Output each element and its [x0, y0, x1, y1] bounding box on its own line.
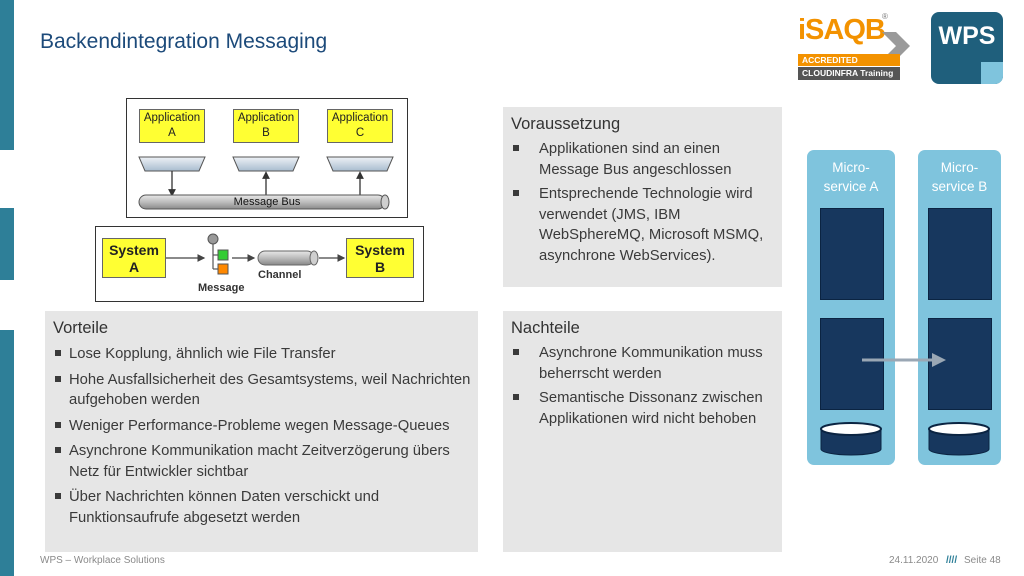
bullet-icon	[513, 394, 519, 400]
nachteile-panel: Nachteile Asynchrone Kommunikation muss …	[503, 311, 782, 552]
microservice-a-label: Micro- service A	[807, 158, 895, 196]
list-item-text: Lose Kopplung, ähnlich wie File Transfer	[69, 346, 336, 362]
channel-lines	[166, 233, 346, 275]
isaqb-logo: iSAQB ® ACCREDITED CLOUDINFRA Training	[796, 12, 914, 84]
bullet-icon	[55, 375, 61, 382]
vorteile-heading: Vorteile	[53, 319, 109, 337]
message-bus-lines	[138, 156, 394, 210]
microservice-b-label: Micro- service B	[918, 158, 1001, 196]
microservice-a-upper-block	[820, 208, 884, 300]
list-item-text: Über Nachrichten können Daten verschickt…	[69, 489, 380, 526]
list-item: Über Nachrichten können Daten verschickt…	[55, 487, 471, 528]
list-item-text: Asynchrone Kommunikation muss beherrscht…	[539, 345, 763, 382]
left-accent-bar-top	[0, 0, 14, 150]
vorteile-list: Lose Kopplung, ähnlich wie File Transfer…	[55, 344, 471, 528]
microservice-a-label-line2: service A	[823, 179, 879, 194]
application-c-box: Application C	[327, 109, 393, 143]
list-item: Applikationen sind an einen Message Bus …	[513, 139, 775, 180]
isaqb-logo-text: iSAQB	[798, 14, 886, 46]
bullet-icon	[55, 447, 61, 453]
bullet-icon	[55, 421, 61, 428]
microservice-arrow-icon	[862, 353, 946, 367]
footer-date: 24.11.2020	[889, 555, 939, 566]
bullet-icon	[55, 493, 61, 499]
isaqb-training-badge: CLOUDINFRA Training	[798, 67, 900, 80]
footer-separator: ////	[946, 555, 958, 566]
application-a-label: Application	[143, 112, 201, 124]
application-b-box: Application B	[233, 109, 299, 143]
channel-label: Channel	[258, 269, 302, 281]
voraussetzung-heading: Voraussetzung	[511, 115, 621, 133]
voraussetzung-list: Applikationen sind an einen Message Bus …	[513, 139, 775, 266]
wps-logo-corner	[981, 62, 1003, 84]
microservice-a-database-icon	[820, 422, 882, 456]
microservice-b-label-line1: Micro-	[940, 160, 979, 175]
wps-logo-text: WPS	[938, 22, 996, 50]
microservice-a-label-line1: Micro-	[832, 160, 870, 175]
nachteile-list: Asynchrone Kommunikation muss beherrscht…	[513, 343, 775, 429]
bullet-icon	[513, 145, 519, 151]
list-item-text: Semantische Dissonanz zwischen Applikati…	[539, 390, 763, 427]
application-a-letter: A	[168, 127, 176, 139]
registered-mark: ®	[882, 12, 888, 21]
list-item-text: Weniger Performance-Probleme wegen Messa…	[69, 417, 450, 434]
footer-company: WPS – Workplace Solutions	[40, 555, 165, 566]
list-item: Weniger Performance-Probleme wegen Messa…	[55, 416, 471, 437]
bullet-icon	[55, 350, 61, 356]
system-b-letter: B	[374, 259, 386, 275]
voraussetzung-panel: Voraussetzung Applikationen sind an eine…	[503, 107, 782, 287]
list-item-text: Asynchrone Kommunikation macht Zeitverzö…	[69, 443, 450, 480]
microservice-a-lower-block	[820, 318, 884, 410]
message-label: Message	[198, 282, 245, 294]
microservice-b-database-icon	[928, 422, 990, 456]
message-bus-diagram: Application A Application B Application …	[126, 98, 408, 218]
application-b-letter: B	[262, 127, 270, 139]
isaqb-accredited-badge: ACCREDITED	[798, 54, 900, 66]
channel-diagram: System A System B Channel Message	[95, 226, 424, 302]
list-item: Lose Kopplung, ähnlich wie File Transfer	[55, 344, 471, 365]
system-b-label: System	[355, 242, 405, 258]
microservice-b-lower-block	[928, 318, 992, 410]
bullet-icon	[513, 349, 519, 355]
footer-page-number: Seite 48	[964, 555, 1001, 566]
isaqb-chevron-icon	[882, 32, 910, 60]
microservice-b-label-line2: service B	[931, 179, 988, 194]
list-item: Asynchrone Kommunikation muss beherrscht…	[513, 343, 775, 384]
bullet-icon	[513, 190, 519, 196]
application-b-label: Application	[237, 112, 295, 124]
list-item: Hohe Ausfallsicherheit des Gesamtsystems…	[55, 370, 471, 411]
list-item-text: Hohe Ausfallsicherheit des Gesamtsystems…	[69, 371, 471, 409]
list-item: Semantische Dissonanz zwischen Applikati…	[513, 388, 775, 429]
system-a-label: System	[109, 242, 159, 258]
list-item: Asynchrone Kommunikation macht Zeitverzö…	[55, 441, 471, 482]
list-item-text: Applikationen sind an einen Message Bus …	[539, 141, 732, 178]
system-a-box: System A	[102, 238, 166, 278]
list-item-text: Entsprechende Technologie wird verwendet…	[539, 186, 764, 264]
application-c-letter: C	[355, 127, 365, 139]
microservice-b-column: Micro- service B	[918, 150, 1001, 465]
left-accent-bar-bottom	[0, 330, 14, 576]
nachteile-heading: Nachteile	[511, 319, 580, 337]
system-b-box: System B	[346, 238, 414, 278]
application-a-box: Application A	[139, 109, 205, 143]
system-a-letter: A	[128, 259, 140, 275]
page-title: Backendintegration Messaging	[40, 30, 328, 53]
microservice-a-column: Micro- service A	[807, 150, 895, 465]
left-accent-bar-middle	[0, 208, 14, 280]
list-item: Entsprechende Technologie wird verwendet…	[513, 184, 775, 266]
wps-logo: WPS	[931, 12, 1003, 84]
message-bus-label: Message Bus	[233, 196, 301, 208]
microservice-b-upper-block	[928, 208, 992, 300]
vorteile-panel: Vorteile Lose Kopplung, ähnlich wie File…	[45, 311, 478, 552]
application-c-label: Application	[331, 112, 389, 124]
